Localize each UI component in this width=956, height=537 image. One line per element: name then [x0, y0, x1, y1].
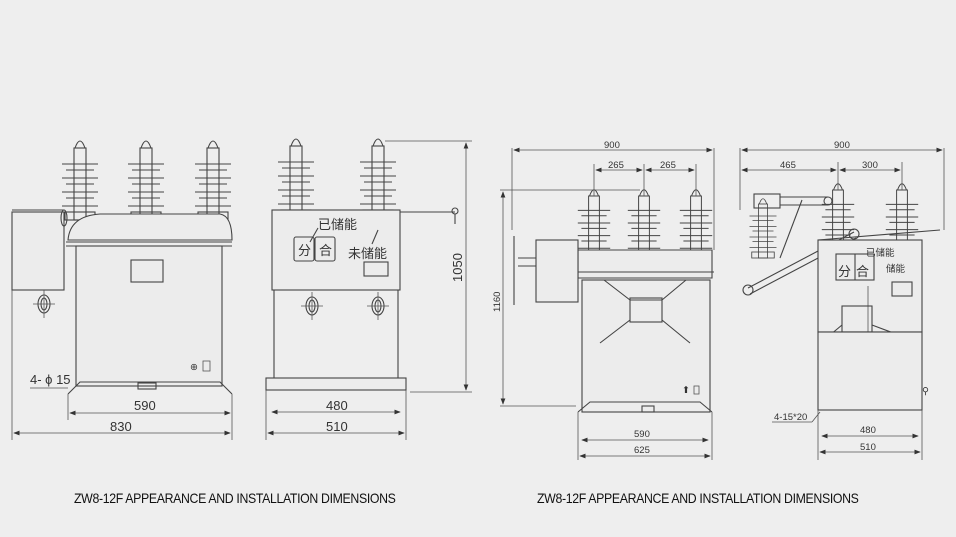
- dim-510-right: 510: [860, 442, 876, 453]
- dim-265-a: 265: [608, 160, 624, 171]
- svg-text:⊕: ⊕: [190, 362, 198, 373]
- dim-510-left: 510: [326, 419, 348, 434]
- caption-right: ZW8-12F APPEARANCE AND INSTALLATION DIME…: [537, 490, 859, 506]
- label-open: 分: [298, 243, 311, 258]
- dim-590-left: 590: [134, 398, 156, 413]
- svg-text:⚲: ⚲: [922, 386, 929, 397]
- label-energy-stored-right: 已储能: [866, 247, 895, 259]
- dim-480-right: 480: [860, 425, 876, 436]
- dim-465: 465: [780, 160, 796, 171]
- right-front-view: ⬆ 900 265 265 1160 590 625: [492, 140, 715, 460]
- left-side-view: 已储能 分 合 未储能 480 510 1050: [265, 138, 472, 440]
- dim-300: 300: [862, 160, 878, 171]
- dim-1160: 1160: [492, 292, 503, 312]
- label-energy-not-stored: 未储能: [348, 246, 387, 261]
- dim-900-front: 900: [604, 140, 620, 151]
- dim-mounting-holes-left: 4- ϕ 15: [30, 372, 71, 387]
- label-open-right: 分: [838, 264, 851, 279]
- left-front-view: ⊕ 590 830 4- ϕ 15: [11, 140, 233, 440]
- dim-480-left: 480: [326, 398, 348, 413]
- dim-590-right: 590: [634, 429, 650, 440]
- label-close: 合: [319, 243, 332, 258]
- label-energy-stored: 已储能: [318, 217, 357, 232]
- dim-900-side: 900: [834, 140, 850, 151]
- caption-left: ZW8-12F APPEARANCE AND INSTALLATION DIME…: [74, 490, 396, 506]
- dim-1050: 1050: [450, 253, 465, 282]
- dim-625: 625: [634, 445, 650, 456]
- dim-265-b: 265: [660, 160, 676, 171]
- svg-text:⬆: ⬆: [682, 385, 690, 396]
- label-close-right: 合: [856, 264, 869, 279]
- dim-mounting-holes-right: 4-15*20: [774, 412, 807, 423]
- dim-830: 830: [110, 419, 132, 434]
- right-side-view: ⚲ 分 合 已储能 储能 900 465 300 4-15*20 480 510: [739, 140, 945, 460]
- label-energy-not-stored-right: 储能: [886, 263, 906, 275]
